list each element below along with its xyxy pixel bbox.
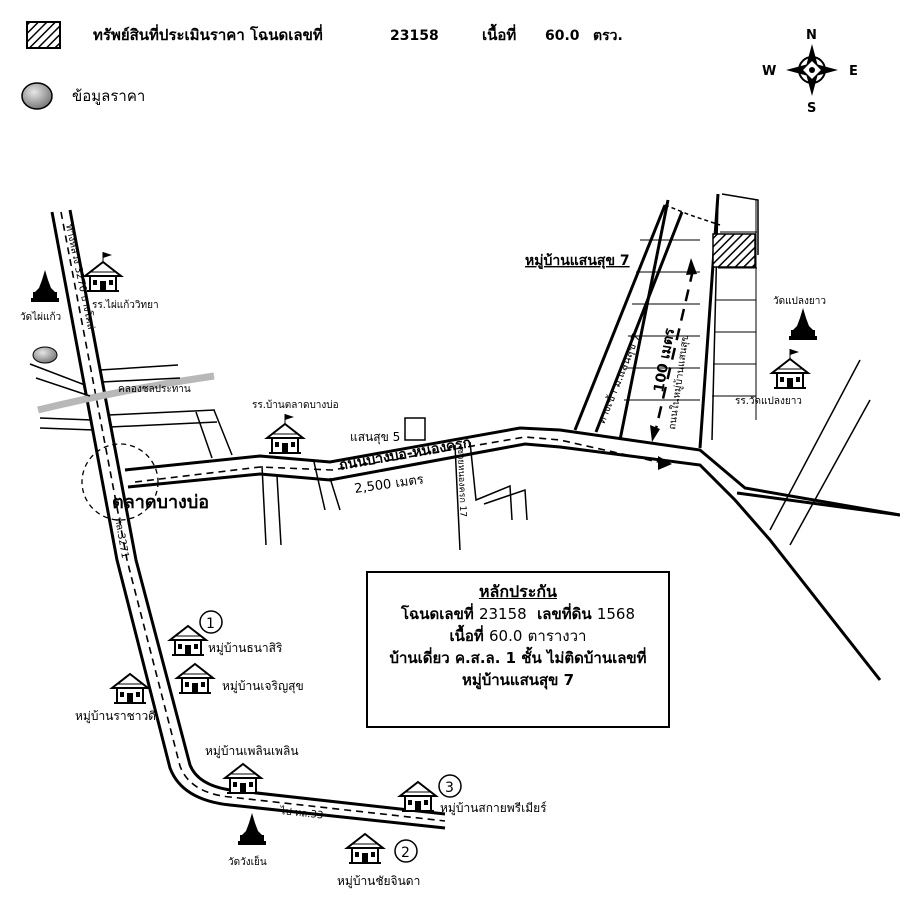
temple-icon <box>31 270 59 302</box>
village-chaichinda-label: หมู่บ้านชัยจินดา <box>337 874 420 889</box>
collateral-deed-line: โฉนดเลขที่ 23158 เลขที่ดิน 1568 <box>368 603 668 625</box>
marker-3 <box>438 774 462 798</box>
collateral-project-line: หมู่บ้านแสนสุข 7 <box>461 671 575 689</box>
village-sakai-label: หมู่บ้านสกายพรีเมียร์ <box>440 801 547 816</box>
temple-icon <box>238 813 266 845</box>
temple-icon <box>789 308 817 340</box>
land-number: 1568 <box>596 605 636 623</box>
entrance-label: ทางเข้า ม.แสนสุข 7 <box>595 332 643 426</box>
distance-100m-arrow <box>653 269 695 434</box>
wat-phai-kaeo-label: วัดไผ่แก้ว <box>20 311 61 323</box>
school-icon <box>267 414 303 453</box>
bottom-road-label: ไป ทล.33 <box>279 805 324 822</box>
legend-property-label: ทรัพย์สินที่ประเมินราคา โฉนดเลขที่ <box>93 24 323 44</box>
soi5-label: แสนสุข 5 <box>350 430 400 445</box>
side-soi-label: ซอยหนองครก 17 <box>455 448 467 518</box>
legend-price-data-label: ข้อมูลราคา <box>72 87 145 105</box>
school-phai-kaeo-label: รร.ไผ่แก้ววิทยา <box>92 299 159 311</box>
compass-south-label: S <box>807 101 816 116</box>
compass-east-label: E <box>849 64 858 79</box>
school-market-label: รร.บ้านตลาดบางบ่อ <box>252 399 339 411</box>
area-unit: ตารางวา <box>527 627 587 645</box>
legend-area-label: เนื้อที่ <box>482 23 516 44</box>
legend-hatch-swatch <box>26 21 61 49</box>
project-entrance-road <box>573 204 684 433</box>
subject-property-plot <box>712 233 756 268</box>
land-label: เลขที่ดิน <box>537 605 592 623</box>
marker-1-label: 1 <box>206 616 215 632</box>
compass-north-label: N <box>806 28 817 43</box>
canal <box>37 372 215 414</box>
area-label: เนื้อที่ <box>449 627 484 645</box>
soi5-building <box>404 417 426 441</box>
wat-plaeng-yao-label: วัดแปลงยาว <box>773 296 826 307</box>
village-charoensuk-label: หมู่บ้านเจริญสุข <box>222 679 304 694</box>
marker-2 <box>394 839 418 863</box>
house-icon <box>399 781 437 812</box>
canal-label: คลองชลประทาน <box>118 384 191 395</box>
school-icon <box>85 252 121 291</box>
compass-west-label: W <box>762 64 776 79</box>
price-data-marker <box>32 346 58 364</box>
highway-main <box>50 209 446 830</box>
legend-area-unit: ตรว. <box>593 28 623 44</box>
legend-price-data-symbol <box>21 82 53 110</box>
legend-deed-no: 23158 <box>390 28 439 44</box>
subject-village-label: หมู่บ้านแสนสุข 7 <box>525 253 630 269</box>
main-road <box>124 426 900 681</box>
legend-area-value: 60.0 <box>545 28 580 44</box>
area-value: 60.0 <box>489 627 523 645</box>
wat-wang-yen-label: วัดวังเย็น <box>228 854 267 868</box>
deed-number: 23158 <box>478 605 527 623</box>
school-plaeng-yao-label: รร.วัดแปลงยาว <box>735 396 802 407</box>
village-rachawadee-label: หมู่บ้านราชาวดี <box>75 709 156 724</box>
market-area-circle <box>81 443 159 521</box>
marker-1 <box>199 610 223 634</box>
marker-3-label: 3 <box>445 780 454 796</box>
compass-rose <box>786 44 838 96</box>
main-road-distance: 2,500 เมตร <box>353 472 424 497</box>
collateral-building-line: บ้านเดี่ยว ค.ส.ล. 1 ชั้น ไม่ติดบ้านเลขที… <box>389 649 647 667</box>
village-ploenploen-label: หมู่บ้านเพลินเพลิน <box>205 744 299 759</box>
collateral-summary-box: หลักประกัน โฉนดเลขที่ 23158 เลขที่ดิน 15… <box>366 571 670 728</box>
house-icon <box>111 673 149 704</box>
collateral-heading: หลักประกัน <box>478 582 557 601</box>
school-icon <box>772 349 808 388</box>
village-thanasiri-label: หมู่บ้านธนาสิริ <box>208 641 283 656</box>
marker-2-label: 2 <box>401 845 410 861</box>
deed-label: โฉนดเลขที่ <box>400 605 474 623</box>
collateral-area-line: เนื้อที่ 60.0 ตารางวา <box>368 625 668 647</box>
house-icon <box>176 663 214 694</box>
house-icon <box>346 833 384 864</box>
house-icon <box>169 625 207 656</box>
market-label: ตลาดบางบ่อ <box>112 492 209 513</box>
house-icon <box>224 763 262 794</box>
